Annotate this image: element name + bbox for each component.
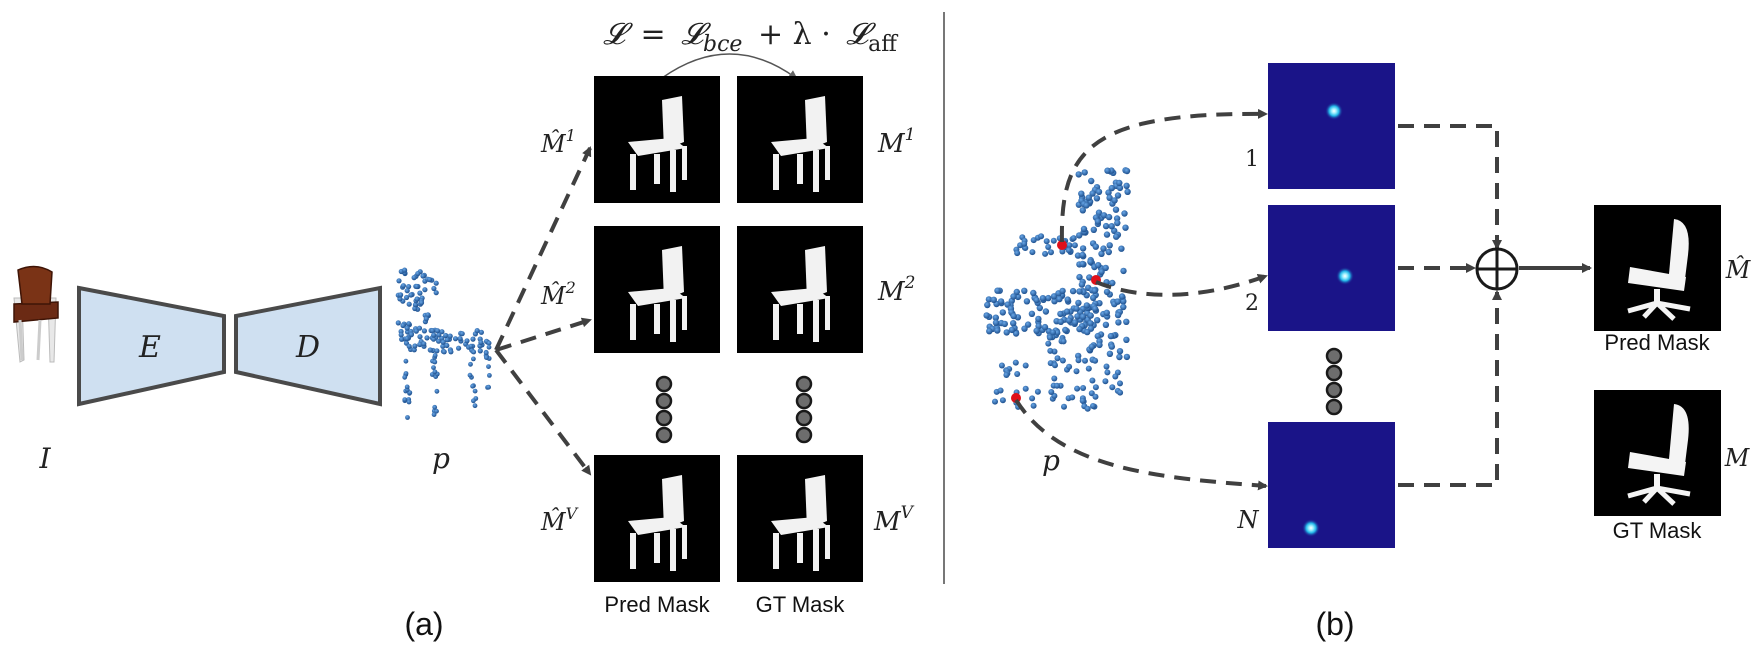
arrow-to-row-2 [495, 317, 592, 352]
arrow-point-1 [1059, 108, 1268, 243]
arrow-heatmap-n-to-sum [1398, 290, 1502, 487]
pointcloud-label-b: p [1042, 444, 1060, 477]
out-pred-title: Pred Mask [1604, 330, 1710, 355]
output-pred-mask [1594, 205, 1721, 331]
out-pred-label: M̂ [1725, 256, 1752, 284]
row-label-pred-v: M̂V [540, 504, 579, 536]
sum-node [1475, 247, 1519, 291]
decoder-label: D [295, 330, 320, 365]
row-label-gt-v: MV [873, 503, 915, 537]
row-label-gt-1: M1 [877, 125, 915, 159]
arrow-point-2 [1095, 274, 1268, 297]
key-point-1 [1057, 240, 1067, 250]
gt-mask-v [737, 455, 863, 582]
ellipsis-dots-pred [655, 375, 673, 444]
heatmap-n [1268, 422, 1395, 548]
heatmap-1 [1268, 63, 1395, 189]
out-gt-label: M [1724, 444, 1751, 472]
mask-grid [594, 76, 863, 582]
decoder-block [234, 285, 382, 407]
panel-a: E D I p 𝓛 = 𝓛bce + λ · 𝓛aff [13, 17, 915, 642]
heatmap-2 [1268, 205, 1395, 331]
heatmap-label-1: 1 [1245, 147, 1259, 172]
pred-mask-1 [594, 76, 720, 203]
out-gt-title: GT Mask [1613, 518, 1703, 543]
caption-a: (a) [404, 606, 443, 642]
arrow-heatmap-1-to-sum [1398, 124, 1502, 250]
point-cloud-office-chair [983, 167, 1131, 412]
pointcloud-label-a: p [432, 442, 450, 475]
loss-formula: 𝓛 = 𝓛bce + λ · 𝓛aff [603, 17, 898, 86]
col-label-gt: GT Mask [756, 592, 846, 617]
output-gt-mask [1594, 390, 1721, 516]
encoder-label: E [138, 330, 161, 365]
arrow-to-row-1 [494, 146, 592, 351]
ellipsis-dots-gt [795, 375, 813, 444]
ellipsis-dots-heatmaps [1325, 347, 1343, 416]
col-label-pred: Pred Mask [604, 592, 710, 617]
gt-mask-2 [737, 226, 863, 353]
heatmap-label-2: 2 [1245, 291, 1259, 316]
row-label-gt-2: M2 [877, 273, 915, 307]
arrow-to-row-v [494, 348, 592, 476]
svg-text:𝓛 = 𝓛bce: 𝓛 = 𝓛bce + λ · 𝓛aff [603, 17, 898, 59]
gt-mask-1 [737, 76, 863, 203]
point-cloud-chair-a [395, 267, 492, 420]
pred-mask-2 [594, 226, 720, 353]
input-chair-image [13, 265, 59, 363]
row-label-pred-2: M̂2 [540, 278, 576, 310]
pred-mask-v [594, 455, 720, 582]
caption-b: (b) [1315, 606, 1354, 642]
arrow-point-n [1014, 398, 1268, 491]
row-label-pred-1: M̂1 [540, 126, 576, 158]
encoder-block [77, 285, 226, 407]
input-label: I [38, 442, 51, 475]
panel-b: p 1 2 N [983, 63, 1752, 642]
heatmap-label-n: N [1237, 506, 1260, 534]
